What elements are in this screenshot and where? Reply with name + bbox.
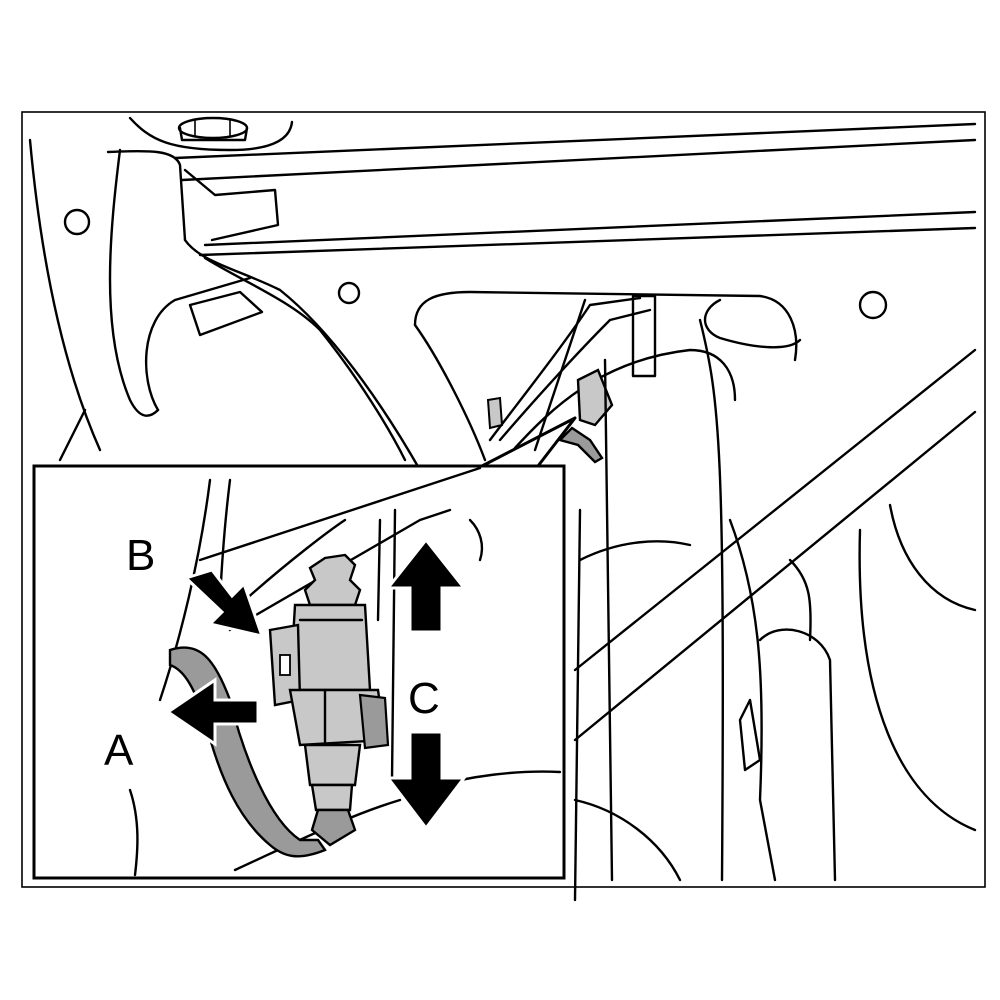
arrow-left-icon: [165, 677, 260, 747]
detail-inset: B A C: [32, 416, 577, 880]
underbody-illustration: [28, 116, 977, 902]
callout-a: A: [104, 726, 134, 775]
arrow-down-icon: [384, 730, 468, 831]
callout-b: B: [126, 531, 155, 580]
electrical-connector: [268, 553, 390, 847]
callout-c: C: [408, 674, 440, 723]
background-connector: [576, 368, 614, 427]
arrow-down-right-icon: [183, 568, 265, 639]
arrow-up-icon: [384, 537, 468, 634]
